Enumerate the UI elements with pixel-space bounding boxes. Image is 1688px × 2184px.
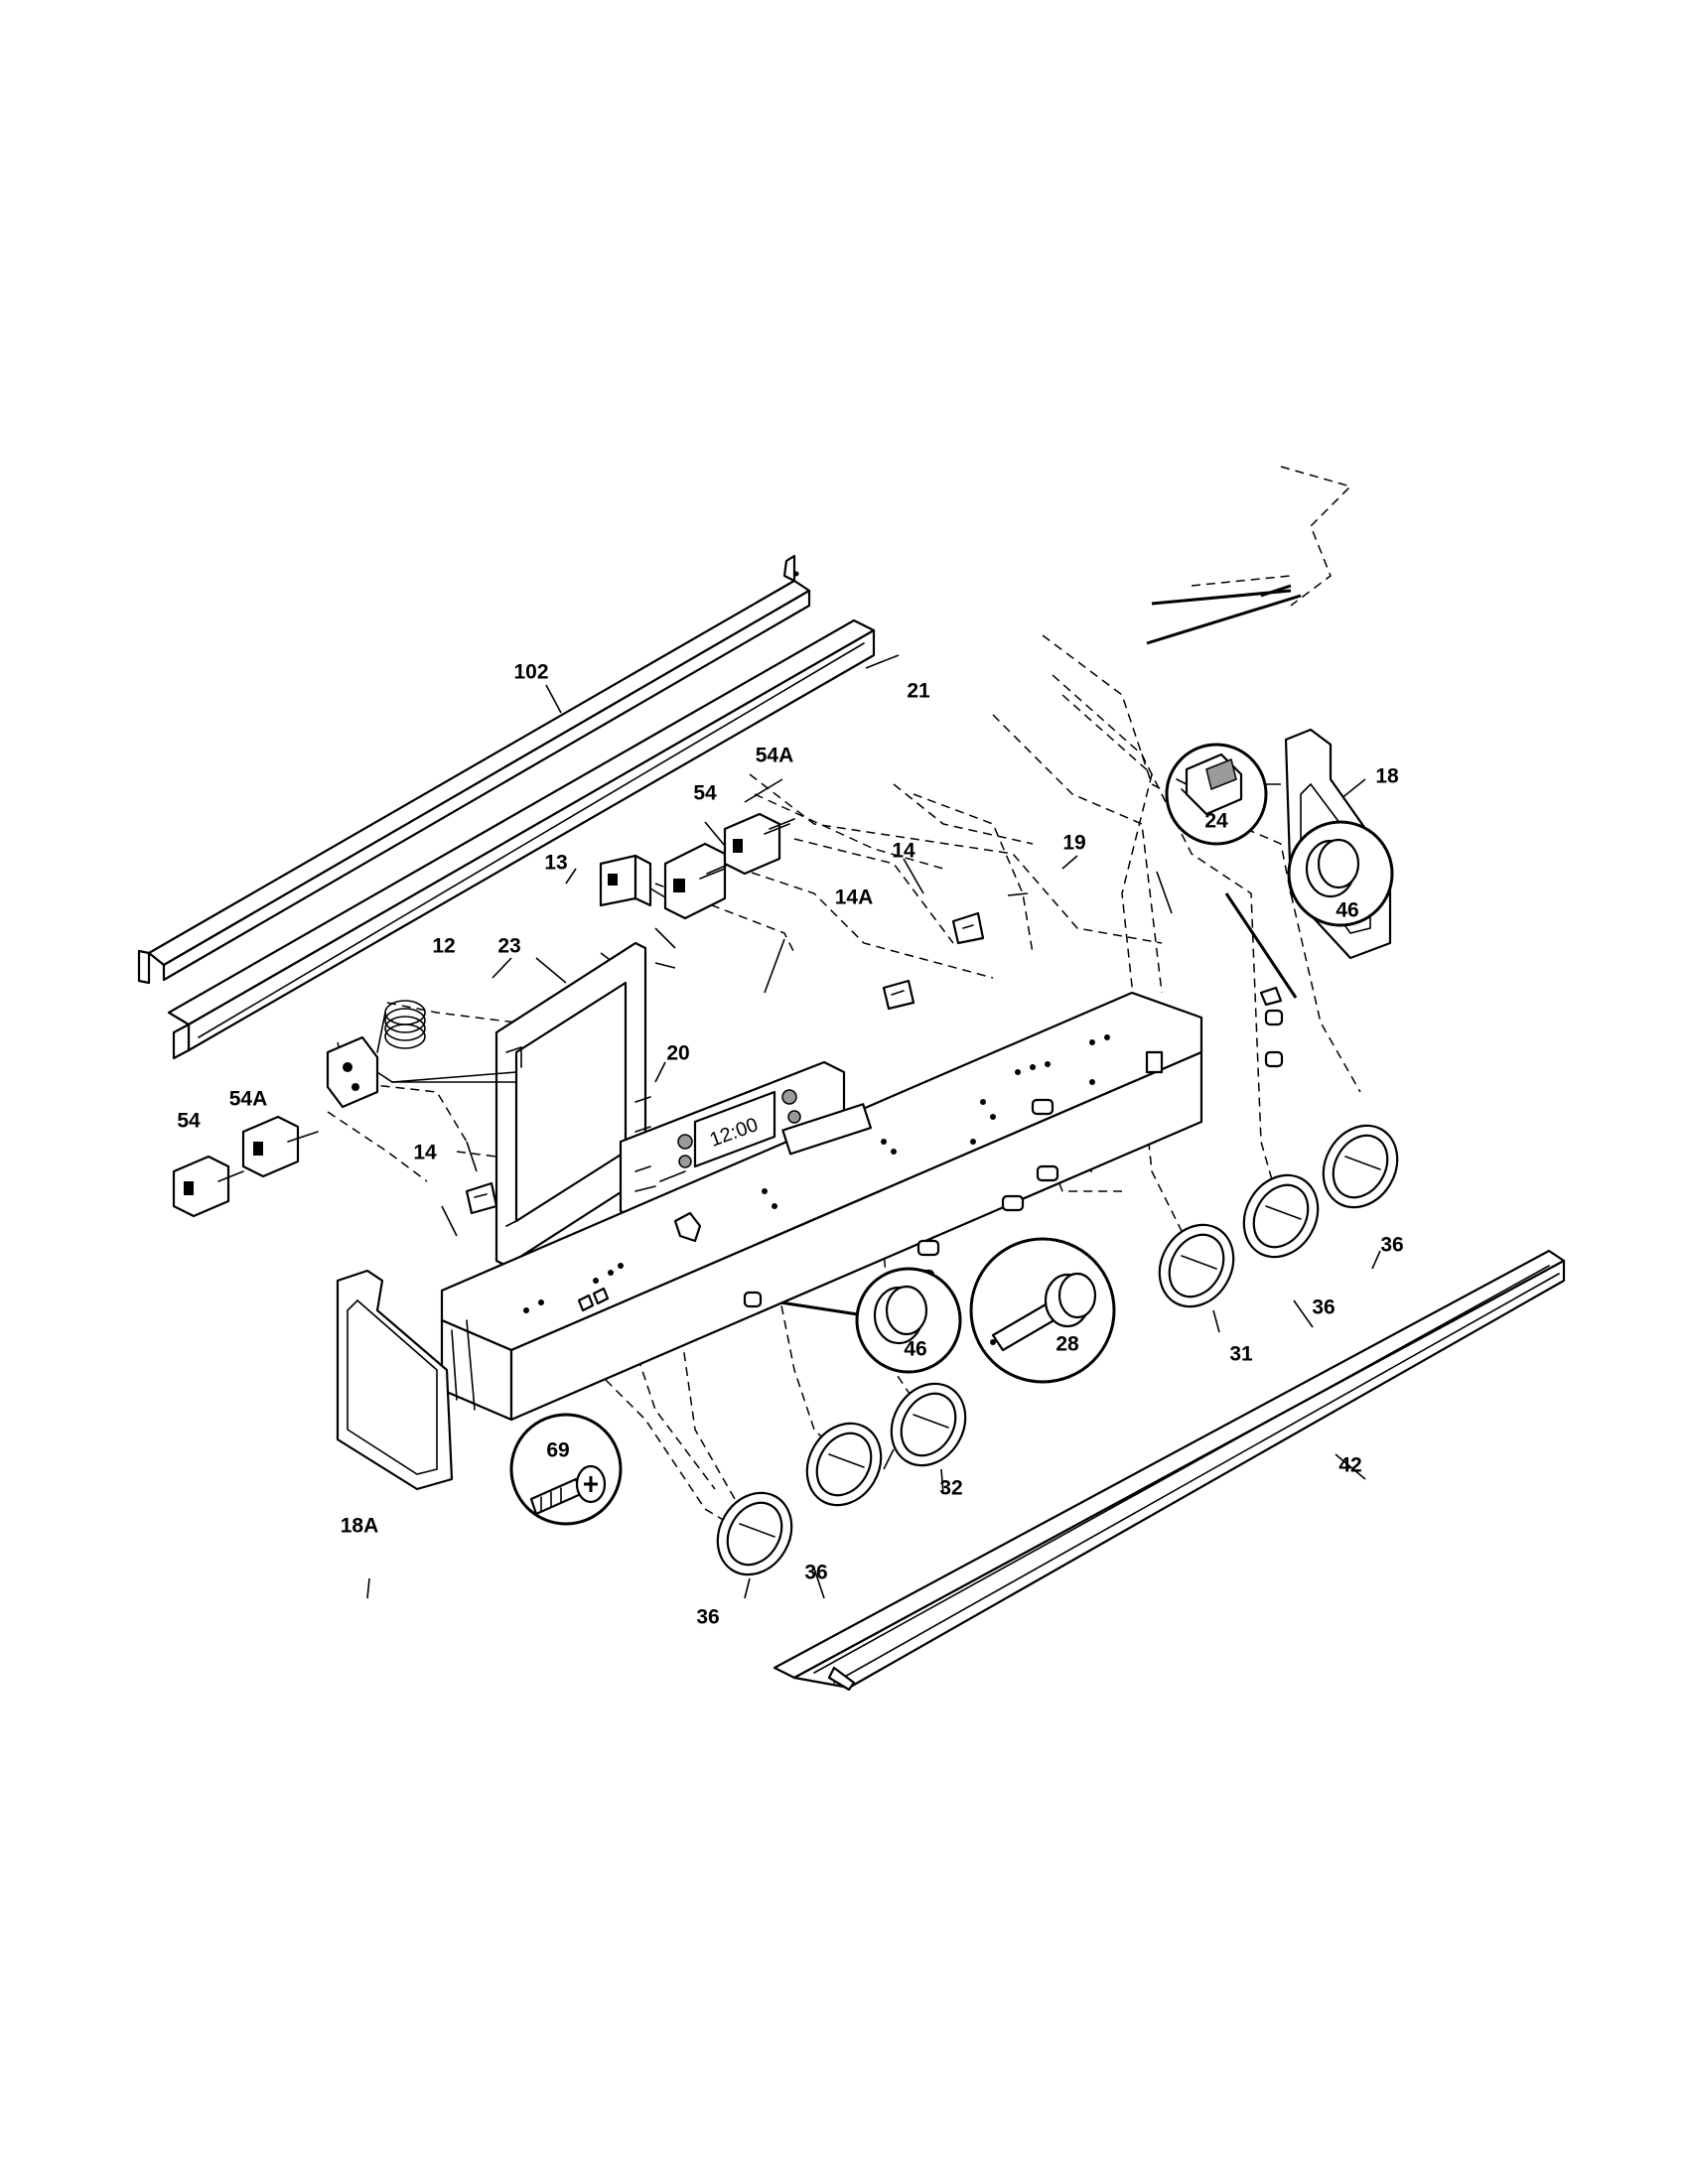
label-13: 13	[544, 852, 567, 875]
part-54-54a-top	[663, 812, 795, 920]
label-14-left: 14	[413, 1142, 437, 1164]
knob-36-right-upper	[1322, 1124, 1399, 1209]
knob-32	[890, 1382, 967, 1467]
label-46-right: 46	[1336, 899, 1358, 922]
part-21-support-rail	[167, 618, 876, 1060]
knob-36-bottom	[716, 1491, 793, 1576]
part-54-54a-left	[172, 1115, 319, 1218]
label-36-right-upper: 36	[1380, 1234, 1403, 1257]
callout-46-knob-right	[1287, 820, 1394, 927]
part-42-bottom-trim	[773, 1249, 1566, 1692]
part-18a-end-cap-left	[336, 1269, 454, 1491]
label-20: 20	[666, 1042, 689, 1065]
label-14-top: 14	[892, 840, 915, 863]
label-54a-top: 54A	[756, 745, 794, 767]
label-102: 102	[513, 661, 548, 684]
label-14a: 14A	[835, 887, 874, 909]
part-12-thermostat	[326, 1000, 517, 1109]
label-42: 42	[1338, 1454, 1361, 1477]
label-31: 31	[1229, 1343, 1253, 1366]
label-54-top: 54	[693, 782, 717, 805]
label-28: 28	[1055, 1333, 1079, 1356]
label-36-middle: 36	[804, 1562, 827, 1584]
label-23: 23	[497, 935, 520, 958]
label-18: 18	[1375, 765, 1399, 788]
label-24: 24	[1204, 810, 1228, 833]
knob-31	[1158, 1223, 1235, 1308]
callout-24-rocker-switch	[1165, 743, 1268, 846]
label-18a: 18A	[341, 1515, 379, 1538]
knob-36-right-lower	[1242, 1173, 1320, 1259]
callout-69-screw	[509, 1413, 623, 1526]
callout-46-knob-middle	[855, 1267, 962, 1374]
label-54a-left: 54A	[229, 1088, 268, 1111]
label-36-right-lower: 36	[1312, 1297, 1335, 1319]
callout-28-igniter-switch	[969, 1237, 1116, 1384]
part-23-window-frame	[494, 941, 651, 1268]
part-19-control-panel	[440, 986, 1283, 1422]
label-19: 19	[1062, 832, 1085, 855]
label-46-middle: 46	[904, 1338, 926, 1361]
part-14-14a-brackets	[465, 911, 985, 1215]
part-labels: 102 21 54A 54 13 14 14A 19 24 18 12 23 2…	[177, 661, 1403, 1629]
label-21: 21	[907, 680, 930, 703]
knob-36-middle	[805, 1422, 883, 1507]
label-32: 32	[939, 1477, 962, 1500]
part-13-switch	[599, 854, 676, 907]
label-36-bottom: 36	[696, 1606, 719, 1629]
label-54-left: 54	[177, 1110, 201, 1133]
label-69: 69	[546, 1439, 569, 1462]
small-screws	[577, 1287, 610, 1312]
label-12: 12	[432, 935, 455, 958]
part-20-clock-module: 12:00	[619, 1060, 846, 1223]
part-102-trim-rail	[137, 554, 811, 985]
